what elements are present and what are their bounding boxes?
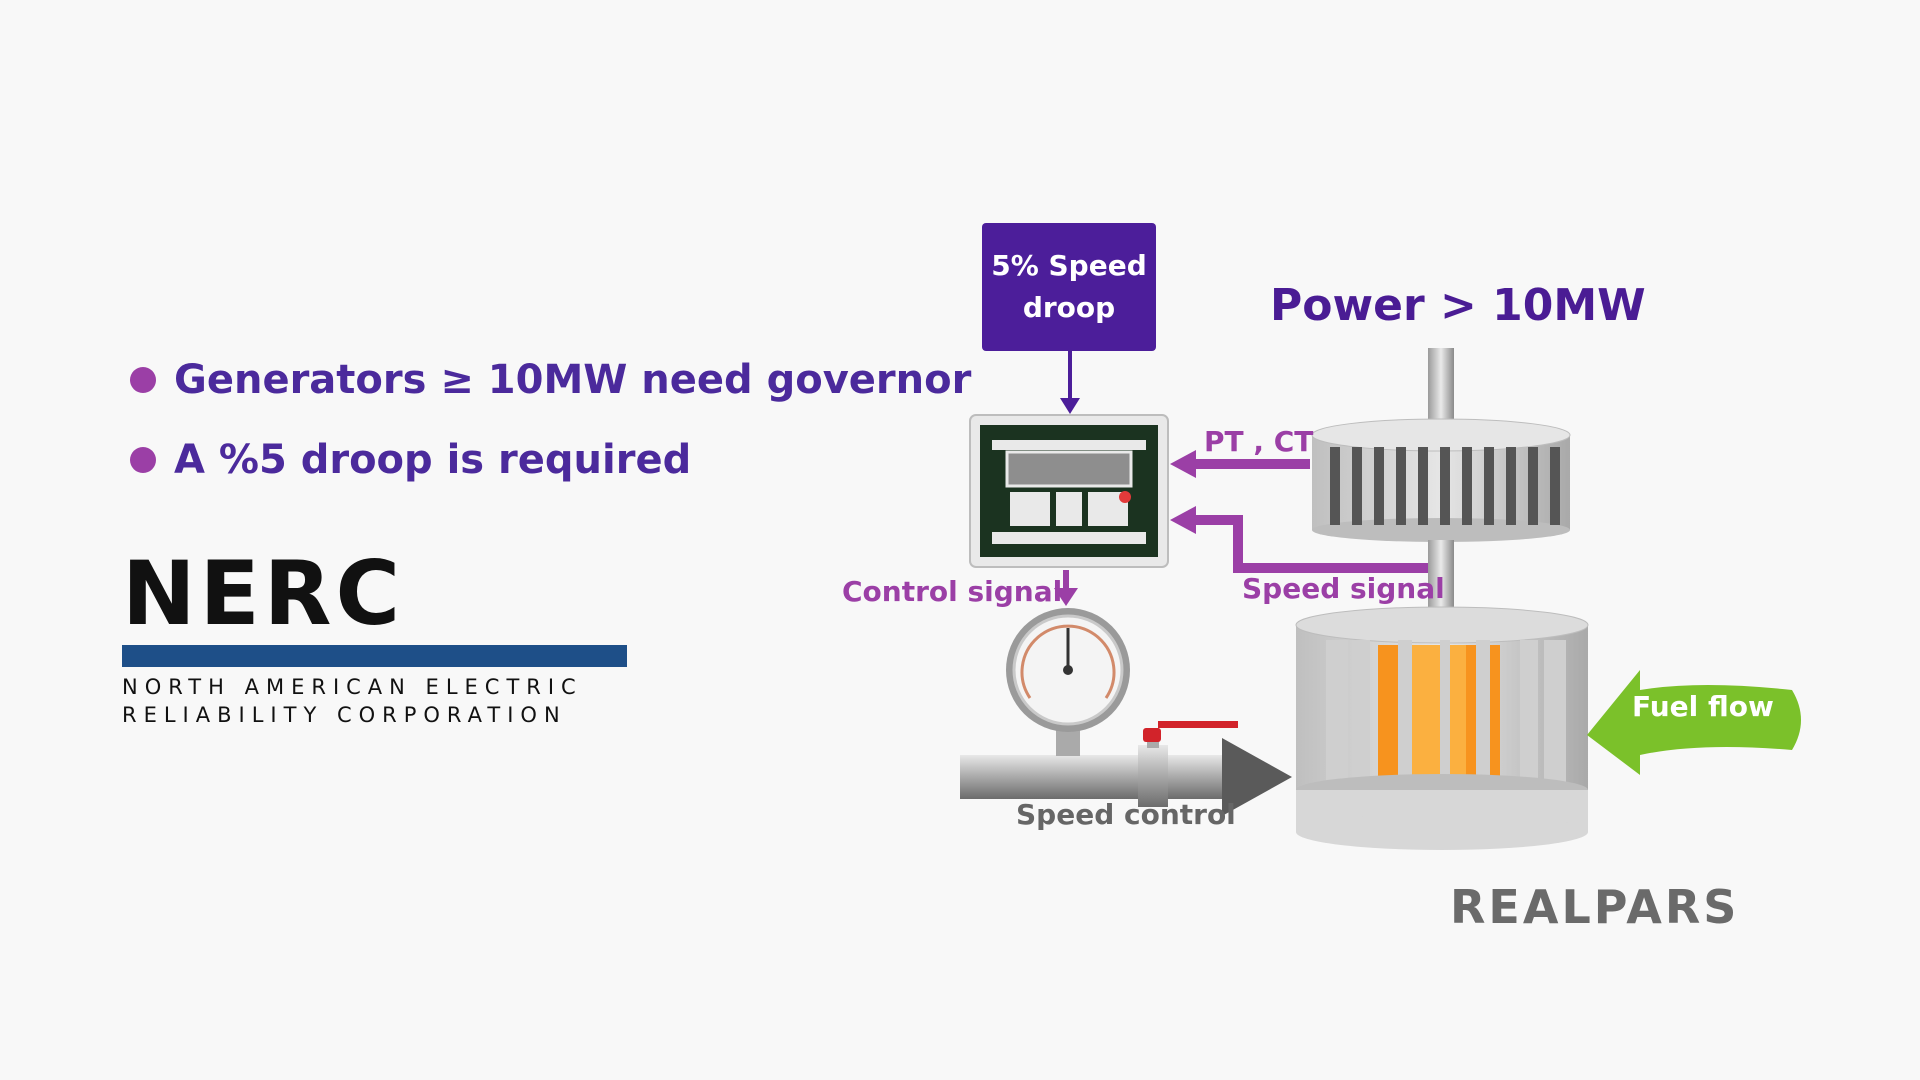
pipe xyxy=(960,738,1292,816)
speed-control-label: Speed control xyxy=(1016,798,1236,831)
speed-droop-line-1: 5% Speed xyxy=(991,249,1147,282)
pressure-gauge-icon xyxy=(1006,608,1130,756)
speed-droop-line-2: droop xyxy=(1022,291,1116,324)
nerc-line-2: RELIABILITY CORPORATION xyxy=(122,703,567,727)
power-label: Power > 10MW xyxy=(1270,280,1646,331)
generator-icon xyxy=(1311,418,1571,542)
pt-ct-arrow xyxy=(1170,450,1310,478)
speed-signal-label: Speed signal xyxy=(1242,572,1445,605)
nerc-bar xyxy=(122,645,627,667)
fuel-flow-label: Fuel flow xyxy=(1632,690,1774,723)
turbine-icon xyxy=(1295,606,1589,850)
bullet-text: A %5 droop is required xyxy=(174,437,692,483)
bullet-dot-icon xyxy=(130,367,156,393)
valve-icon xyxy=(1143,721,1238,748)
bullet-list: Generators ≥ 10MW need governor A %5 dro… xyxy=(130,340,971,500)
realpars-logo: REALPARS xyxy=(1450,880,1740,934)
nerc-logo: NERC NORTH AMERICAN ELECTRIC RELIABILITY… xyxy=(122,542,627,729)
speed-droop-box: 5% Speed droop xyxy=(982,223,1156,351)
control-signal-label: Control signal xyxy=(842,575,1063,608)
bullet-dot-icon xyxy=(130,447,156,473)
bullet-item: Generators ≥ 10MW need governor xyxy=(130,340,971,420)
control-signal-arrow xyxy=(1054,570,1078,606)
lower-shaft xyxy=(1428,540,1454,610)
fuel-flow-arrow xyxy=(1587,670,1801,775)
speed-signal-arrow xyxy=(1170,506,1432,573)
upper-shaft xyxy=(1428,348,1454,428)
droop-arrow xyxy=(1060,351,1080,414)
governor-controller-icon xyxy=(969,414,1169,568)
bullet-item: A %5 droop is required xyxy=(130,420,971,500)
pt-ct-label: PT , CT xyxy=(1204,425,1314,458)
nerc-acronym: NERC xyxy=(122,542,405,645)
nerc-line-1: NORTH AMERICAN ELECTRIC xyxy=(122,675,583,699)
bullet-text: Generators ≥ 10MW need governor xyxy=(174,357,972,403)
